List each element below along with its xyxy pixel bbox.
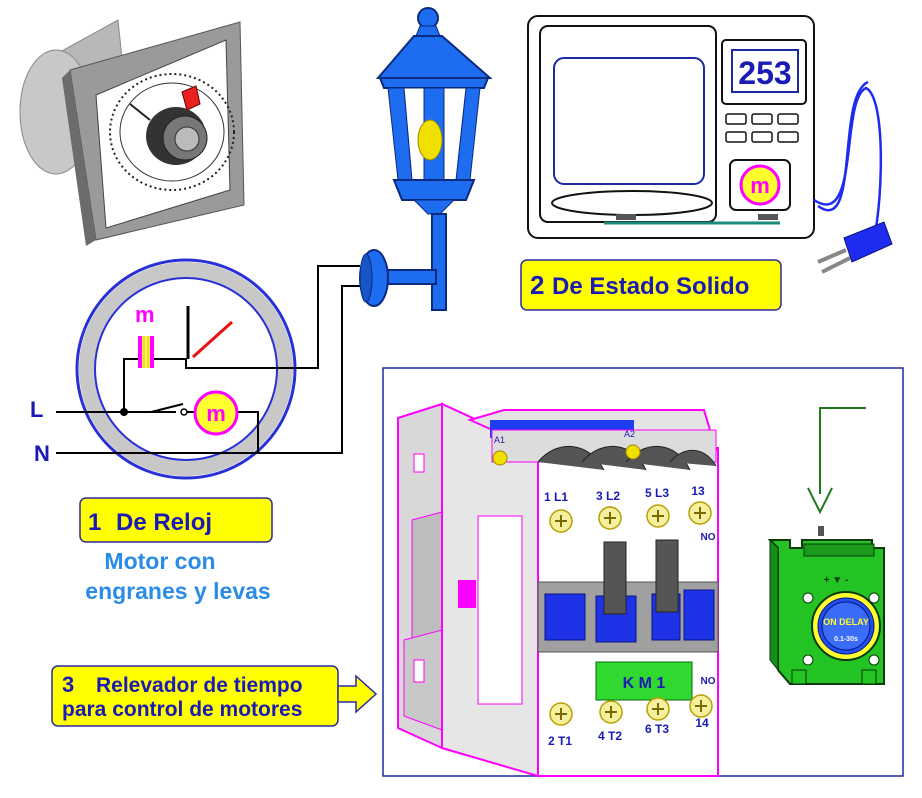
terminal-a2: A2 (624, 429, 635, 439)
line-l-label: L (30, 397, 43, 422)
timer-range-label: 0.1-30s (834, 636, 858, 643)
insert-arrow (807, 407, 866, 515)
terminal-top-4: 13 (691, 484, 705, 498)
terminal-bottom-1: 2 T1 (548, 734, 572, 748)
reloj-text: De Reloj (116, 509, 212, 536)
label-estado-solido: 2 De Estado Solido (520, 259, 782, 311)
circuit-motor-label: m (206, 401, 226, 426)
clock-circuit: m m L N (30, 258, 360, 480)
label-relevador: 3 Relevador de tiempo para control de mo… (51, 665, 378, 727)
terminal-bottom-no: NO (701, 676, 716, 687)
relevador-line1: Relevador de tiempo (96, 674, 303, 697)
contactor-nameplate: K M 1 (623, 675, 666, 692)
timer-scale-symbols: + ▼ - (824, 575, 849, 586)
microwave-display: 253 (738, 55, 791, 91)
estado-text: De Estado Solido (552, 273, 749, 300)
timer-module: + ▼ - ON DELAY 0.1-30s (767, 526, 885, 685)
street-lamp (359, 7, 493, 311)
terminal-top-1: 1 L1 (544, 490, 568, 504)
terminal-bottom-2: 4 T2 (598, 729, 622, 743)
motor-caption-line2: engranes y levas (85, 578, 270, 604)
timer-mode-label: ON DELAY (823, 617, 869, 627)
microwave-oven: 253 m (527, 15, 893, 274)
label-reloj: 1 De Reloj (79, 497, 273, 543)
terminal-top-no: NO (701, 532, 716, 543)
dial-timer-illustration (19, 19, 245, 246)
estado-number: 2 (530, 270, 544, 300)
microwave-motor-label: m (750, 173, 770, 198)
reloj-number: 1 (88, 509, 101, 536)
relevador-line2: para control de motores (62, 698, 302, 721)
terminal-bottom-4: 14 (695, 716, 709, 730)
contact-label: m (135, 302, 155, 327)
terminal-top-3: 5 L3 (645, 486, 669, 500)
relevador-number: 3 (62, 672, 74, 697)
terminal-a1: A1 (494, 435, 505, 445)
terminal-bottom-3: 6 T3 (645, 722, 669, 736)
line-n-label: N (34, 441, 50, 466)
motor-caption-line1: Motor con (104, 548, 215, 574)
terminal-top-2: 3 L2 (596, 489, 620, 503)
